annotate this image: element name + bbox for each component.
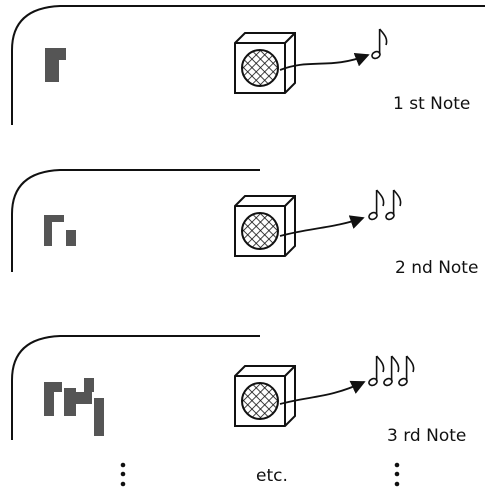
speaker-icon	[234, 195, 296, 257]
pixel-block-pattern	[44, 378, 104, 436]
speaker-icon	[234, 32, 296, 94]
sound-arrow	[279, 380, 366, 405]
note-label-second: 2 nd Note	[395, 258, 479, 278]
note-label-first: 1 st Note	[393, 94, 471, 114]
music-notes	[370, 28, 388, 61]
music-notes	[367, 189, 402, 222]
pixel-block-pattern	[44, 215, 76, 246]
sound-arrow	[279, 215, 365, 237]
ellipsis-dots-right	[394, 462, 400, 487]
sound-arrow	[279, 52, 370, 71]
panel-frame	[11, 5, 485, 125]
panel-first-note	[11, 5, 485, 125]
note-label-third: 3 rd Note	[387, 426, 467, 446]
etc-label: etc.	[256, 466, 288, 486]
panel-frame	[11, 335, 260, 440]
panel-second-note	[11, 169, 402, 272]
music-notes	[367, 355, 415, 388]
pixel-block-pattern	[45, 48, 66, 82]
panel-third-note	[11, 335, 415, 440]
panel-frame	[11, 169, 260, 272]
speaker-icon	[234, 365, 296, 427]
ellipsis-dots-left	[120, 462, 126, 487]
